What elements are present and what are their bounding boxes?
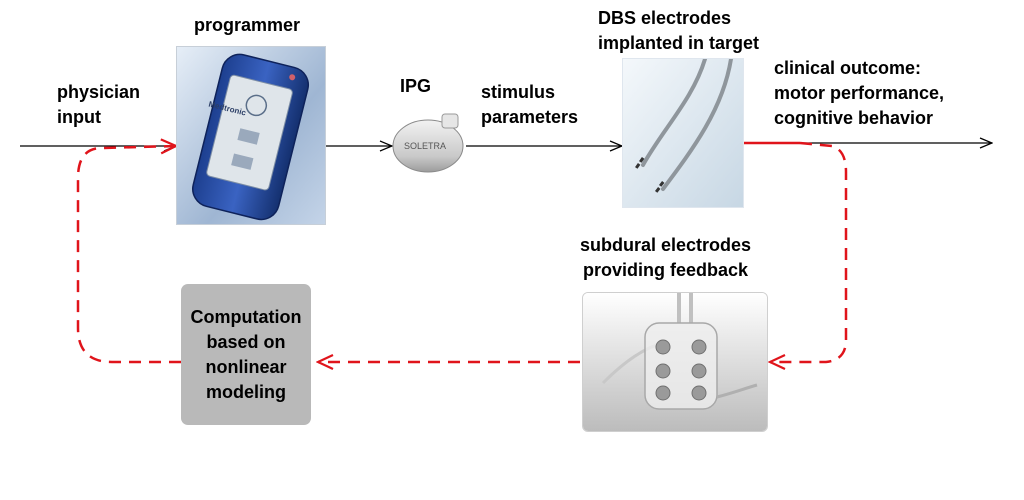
programmer-label: programmer — [194, 15, 301, 35]
programmer-image — [176, 46, 326, 225]
computation-box: Computation based on nonlinear modeling — [181, 284, 311, 425]
subdural-electrodes-image — [582, 292, 768, 432]
physician-input-label: physician input — [57, 82, 141, 127]
dbs-electrodes-label: DBS electrodes implanted in target — [598, 8, 760, 53]
subdural-electrodes-label: subdural electrodes providing feedback — [580, 235, 752, 280]
ipg-model-text: SOLETRA — [404, 141, 447, 151]
stimulus-parameters-label: stimulus parameters — [481, 82, 579, 127]
computation-to-programmer-path — [76, 146, 181, 364]
ipg-image — [390, 110, 466, 176]
clinical-outcome-label: clinical outcome: motor performance, cog… — [774, 58, 945, 128]
dbs-electrodes-image — [622, 58, 744, 208]
computation-label: Computation based on nonlinear modeling — [190, 306, 302, 402]
feedback-to-subdural-path — [770, 141, 848, 362]
ipg-label: IPG — [400, 76, 432, 96]
